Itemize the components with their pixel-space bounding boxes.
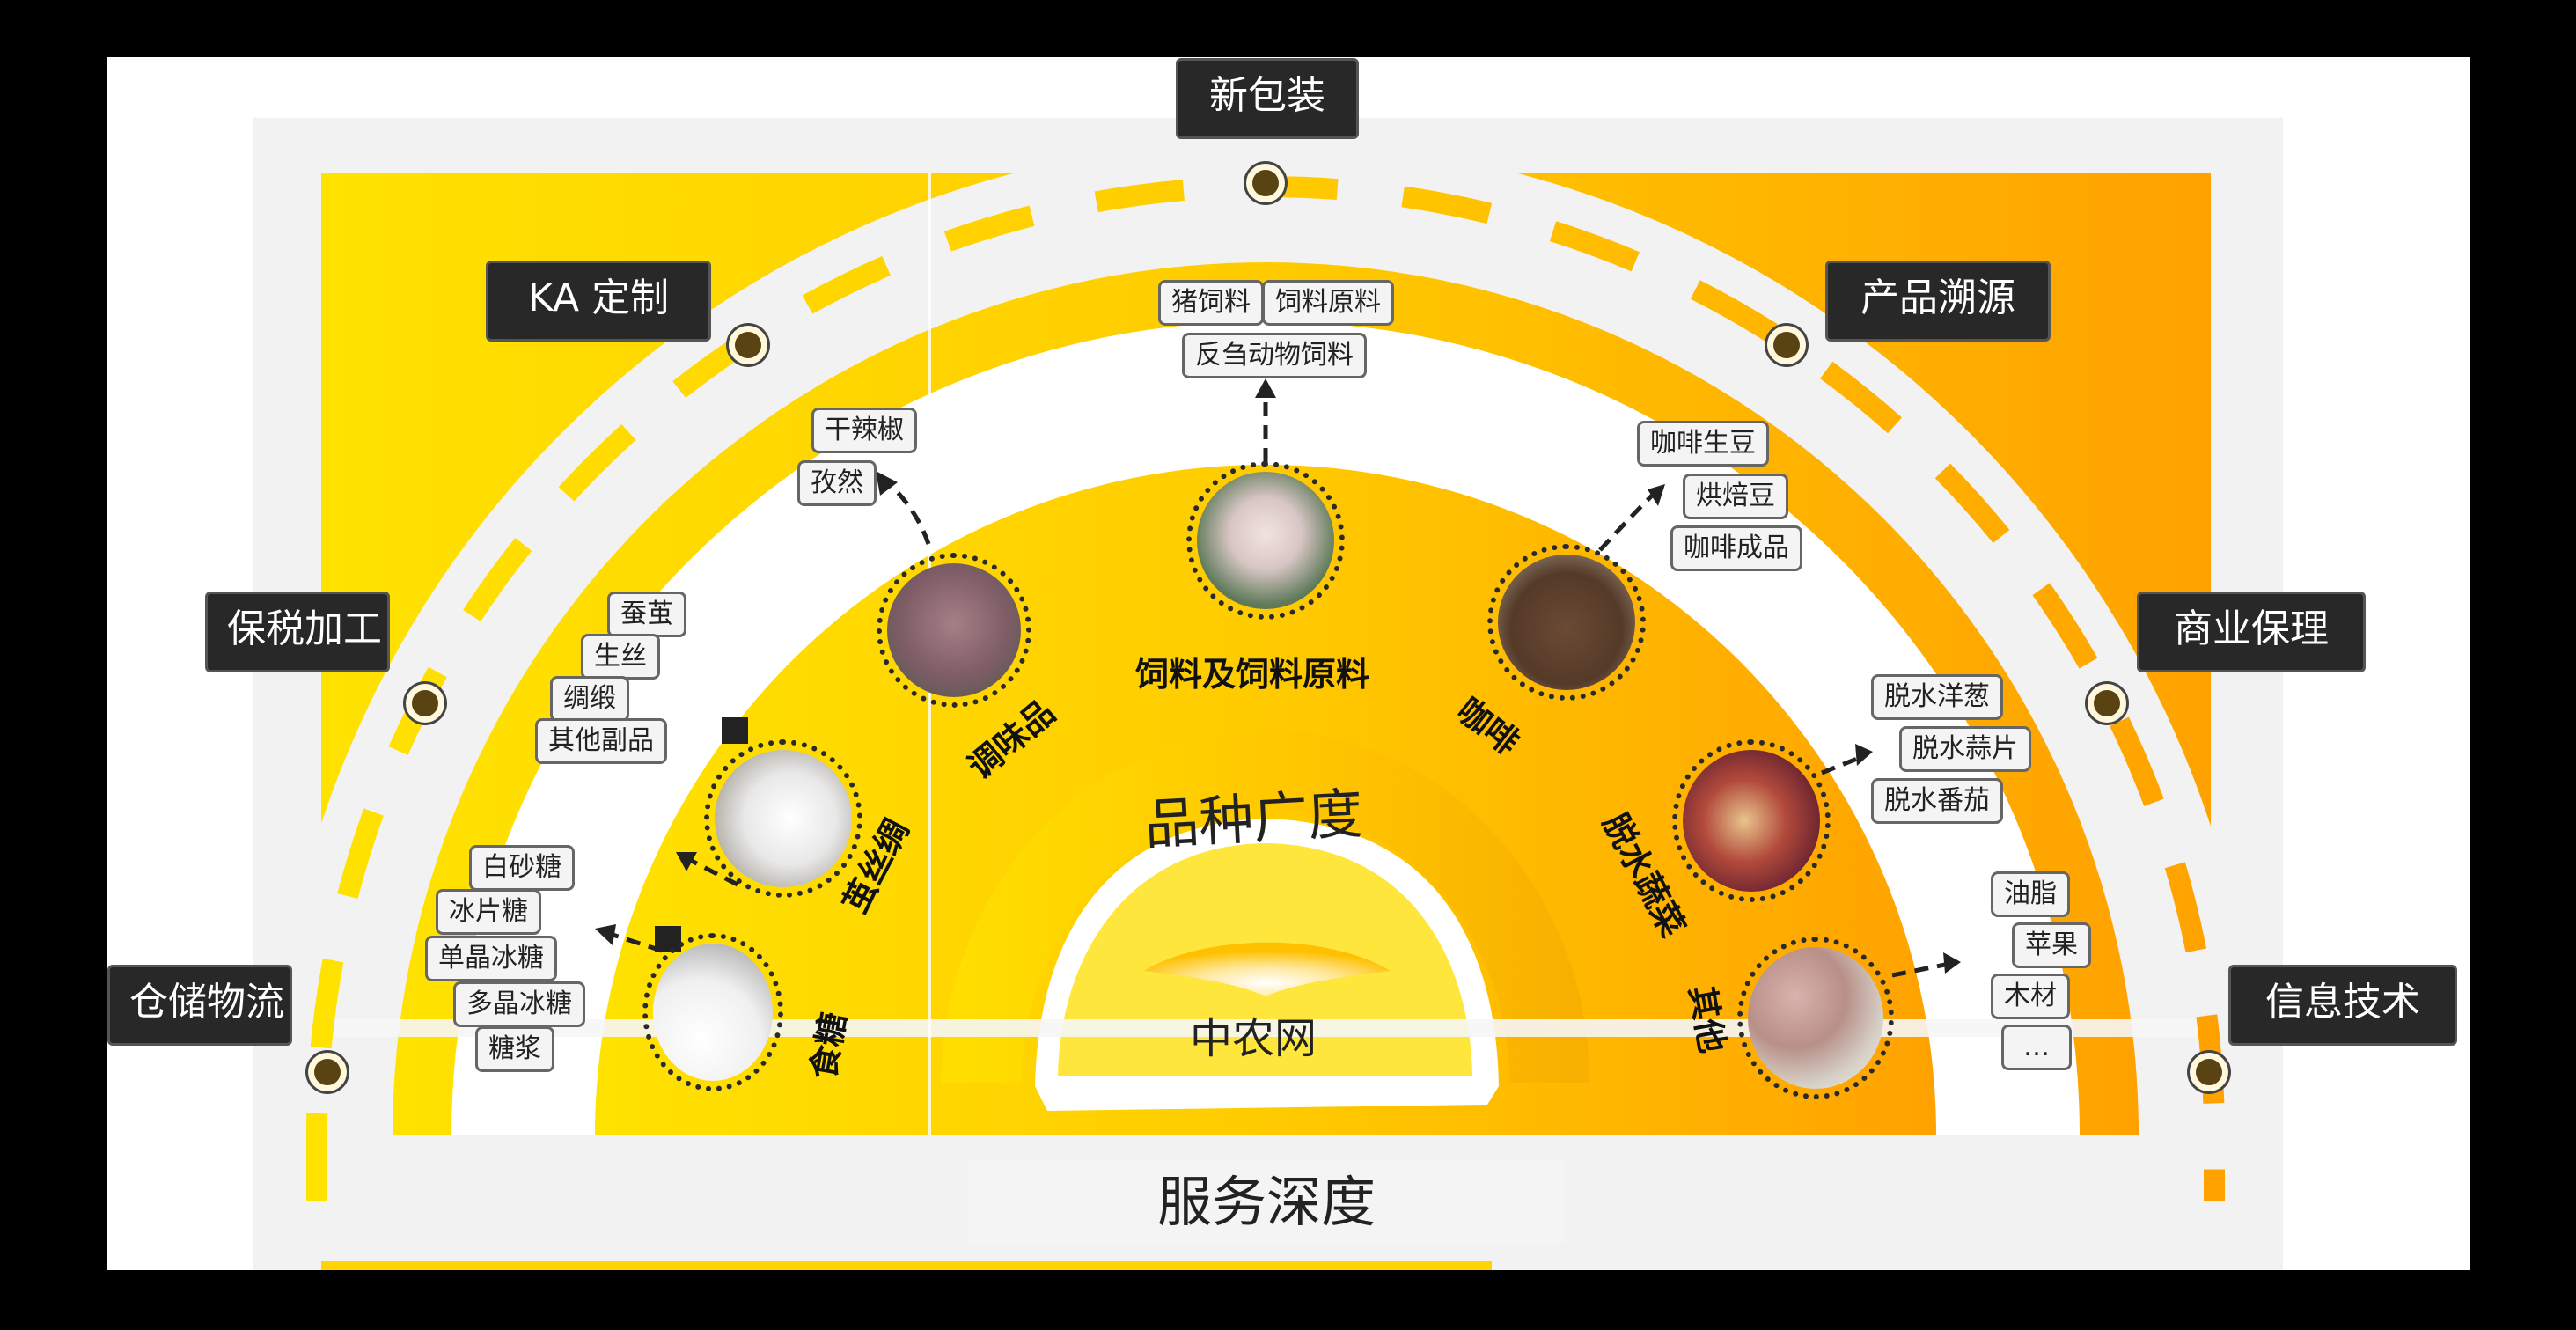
- item-chip[interactable]: 孜然: [797, 460, 877, 506]
- sugar-photo: [642, 933, 783, 1091]
- service-new-packaging[interactable]: 新包装: [1176, 58, 1359, 139]
- service-node-information-technology: [2190, 1053, 2228, 1091]
- item-chip[interactable]: 油脂: [1991, 871, 2070, 917]
- service-information-technology[interactable]: 信息技术: [2228, 965, 2457, 1046]
- item-chip[interactable]: 烘焙豆: [1683, 474, 1788, 519]
- category-label-feed: 饲料及饲料原料: [1135, 655, 1370, 694]
- item-chip[interactable]: 脱水洋葱: [1871, 674, 2003, 720]
- service-warehousing-logistics[interactable]: 仓储物流: [107, 965, 292, 1046]
- item-chip[interactable]: 单晶冰糖: [425, 936, 557, 981]
- other-products-photo: [1737, 937, 1894, 1099]
- service-node-commercial-factoring: [2088, 684, 2126, 723]
- item-chip[interactable]: 苹果: [2012, 922, 2091, 968]
- item-chip[interactable]: 咖啡生豆: [1637, 421, 1769, 467]
- item-chip[interactable]: 冰片糖: [436, 889, 541, 935]
- service-node-bonded-processing: [406, 684, 444, 723]
- service-product-traceability[interactable]: 产品溯源: [1825, 261, 2051, 342]
- dried-vegetables-photo: [1672, 739, 1831, 902]
- service-node-product-traceability: [1767, 326, 1806, 364]
- depth-title: 服务深度: [968, 1160, 1565, 1244]
- service-commercial-factoring[interactable]: 商业保理: [2137, 592, 2366, 672]
- service-ka-customization[interactable]: KA 定制: [486, 261, 711, 342]
- item-chip[interactable]: 脱水番茄: [1871, 778, 2003, 824]
- coffee-photo: [1487, 544, 1646, 701]
- silk-cocoon-photo: [704, 739, 862, 898]
- breadth-title: 品种广度: [1142, 781, 1365, 857]
- item-chip[interactable]: 白砂糖: [469, 845, 575, 891]
- chili-photo: [877, 553, 1031, 708]
- hub-label: 中农网: [1190, 1014, 1317, 1063]
- item-chip[interactable]: 糖浆: [475, 1026, 554, 1072]
- item-chip[interactable]: 干辣椒: [811, 408, 917, 453]
- service-node-warehousing-logistics: [308, 1053, 347, 1091]
- item-chip[interactable]: 脱水蒜片: [1899, 726, 2031, 772]
- item-chip[interactable]: 多晶冰糖: [453, 981, 585, 1027]
- item-chip[interactable]: 猪饲料: [1158, 280, 1264, 326]
- item-chip[interactable]: …: [2001, 1025, 2072, 1070]
- item-chip[interactable]: 其他副品: [535, 718, 667, 764]
- service-node-ka-customization: [729, 326, 767, 364]
- item-chip[interactable]: 咖啡成品: [1670, 525, 1802, 571]
- pig-photo: [1186, 461, 1345, 620]
- item-chip[interactable]: 蚕茧: [607, 592, 686, 637]
- item-chip[interactable]: 绸缎: [550, 676, 629, 722]
- item-chip[interactable]: 木材: [1991, 974, 2070, 1019]
- item-chip[interactable]: 反刍动物饲料: [1182, 333, 1367, 378]
- item-chip[interactable]: 饲料原料: [1262, 280, 1394, 326]
- item-chip[interactable]: 生丝: [581, 634, 660, 680]
- service-node-new-packaging: [1246, 164, 1285, 202]
- service-bonded-processing[interactable]: 保税加工: [205, 592, 390, 672]
